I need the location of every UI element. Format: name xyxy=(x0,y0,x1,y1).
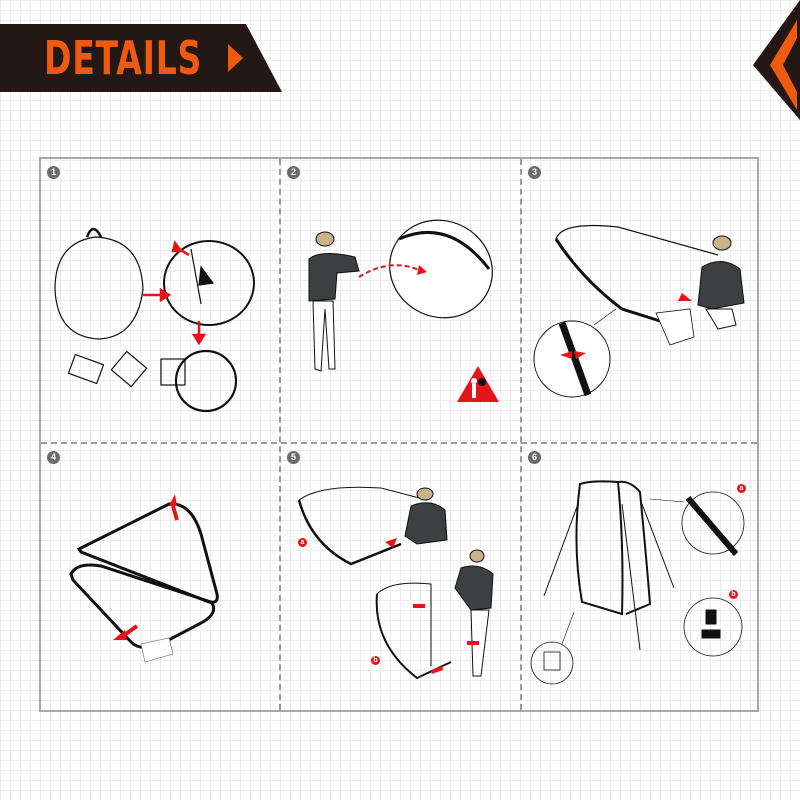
divider xyxy=(520,159,522,710)
play-triangle-icon xyxy=(228,44,243,72)
page-title: DETAILS xyxy=(44,31,203,85)
divider xyxy=(41,442,757,444)
label-b-badge: b xyxy=(729,590,738,599)
standing-tent-with-details-illustration xyxy=(530,480,745,685)
details-banner: DETAILS xyxy=(0,24,282,92)
divider xyxy=(279,159,281,710)
label-a-badge: a xyxy=(298,538,307,547)
person-throwing-tent-illustration xyxy=(308,219,493,372)
chevron-left-icon xyxy=(725,0,800,120)
label-b-badge: b xyxy=(371,656,380,665)
step-1-panel: 1 xyxy=(41,159,279,442)
step-5-panel: 5 a b xyxy=(281,444,520,712)
instructions-grid: 1 2 xyxy=(39,157,759,712)
label-a-badge: a xyxy=(737,484,746,493)
person-folding-tent-illustration xyxy=(297,486,494,680)
folded-tent-unpacking-illustration xyxy=(54,227,255,413)
step-6-panel: 6 a b xyxy=(522,444,759,712)
tent-frame-twist-illustration xyxy=(69,494,219,663)
step-3-panel: 3 xyxy=(522,159,759,442)
banner-shape xyxy=(0,24,282,92)
step-number-badge: 1 xyxy=(47,166,60,179)
person-staking-tent-corner-illustration xyxy=(533,224,745,398)
step-number-badge: 2 xyxy=(287,166,300,179)
step-number-badge: 4 xyxy=(47,451,60,464)
step-4-panel: 4 xyxy=(41,444,279,712)
step-number-badge: 6 xyxy=(528,451,541,464)
warning-triangle-icon xyxy=(457,366,499,402)
step-number-badge: 5 xyxy=(287,451,300,464)
step-number-badge: 3 xyxy=(528,166,541,179)
step-2-panel: 2 xyxy=(281,159,520,442)
